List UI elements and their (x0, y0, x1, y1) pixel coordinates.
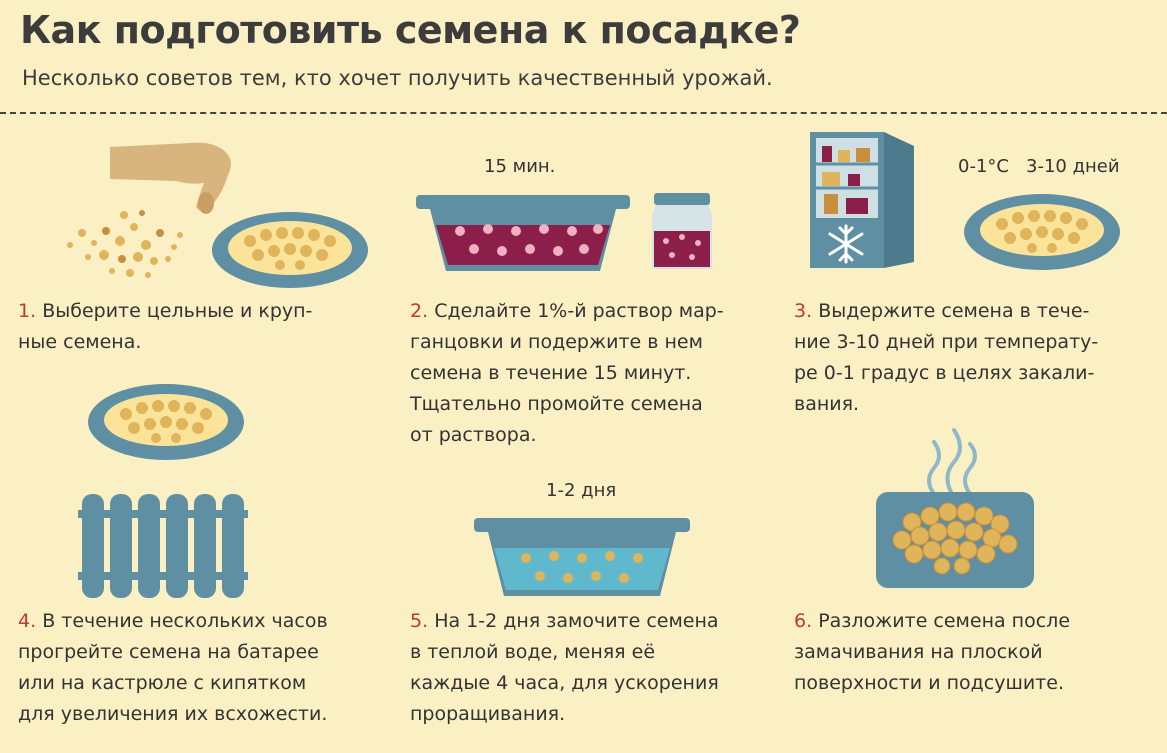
jar-icon (652, 193, 712, 269)
divider (0, 112, 1167, 114)
step-line: В течение нескольких часов (42, 610, 328, 632)
step-line: Разложите семена после (818, 610, 1071, 632)
step-line: Сделайте 1%-й раствор мар- (434, 300, 724, 322)
step-line: для увеличения их всхожести. (18, 703, 328, 725)
step-number: 1. (18, 300, 37, 322)
step-line: от раствора. (410, 424, 537, 446)
step-line: Выдержите семена в тече- (818, 300, 1090, 322)
step-line: На 1-2 дня замочите семена (434, 610, 719, 632)
step-line: Выберите цельные и круп- (42, 300, 313, 322)
step-4-illustration (78, 384, 248, 598)
days-1-2-label: 1-2 дня (546, 480, 617, 501)
step-3-illustration (810, 132, 914, 268)
plate-icon (212, 212, 368, 288)
step-3-text: 3. Выдержите семена в тече- ние 3-10 дне… (794, 296, 1164, 420)
step-2-illustration (416, 193, 712, 271)
page-subtitle: Несколько советов тем, кто хочет получит… (22, 66, 773, 90)
step-line: каждые 4 часа, для ускорения (410, 672, 719, 694)
step-line: ние 3-10 дней при температу- (794, 331, 1099, 353)
step-number: 5. (410, 610, 429, 632)
step-line: семена в течение 15 минут. (410, 362, 692, 384)
step-line: ные семена. (18, 331, 142, 353)
temperature-label: 0-1°С (958, 156, 1009, 177)
basin-icon (416, 195, 630, 271)
step-line: поверхности и подсушите. (794, 672, 1064, 694)
step-line: прогрейте семена на батарее (18, 641, 319, 663)
step-line: замачивания на плоской (794, 641, 1043, 663)
seeds-pile-icon (67, 210, 183, 278)
step-4-text: 4. В течение нескольких часов прогрейте … (18, 606, 388, 730)
tray-icon (876, 492, 1034, 588)
duration-15-min: 15 мин. (484, 156, 556, 177)
fridge-icon (810, 132, 914, 268)
page-title: Как подготовить семена к посадке? (20, 8, 801, 52)
step-number: 6. (794, 610, 813, 632)
plate-icon (964, 194, 1120, 270)
step-number: 2. (410, 300, 429, 322)
hand-icon (110, 142, 231, 214)
snowflake-icon (828, 224, 864, 264)
step-line: вания. (794, 393, 860, 415)
basin-icon (474, 518, 690, 596)
step-line: Тщательно промойте семена (410, 393, 703, 415)
step-6-illustration (876, 428, 1034, 588)
step-5-illustration (474, 518, 690, 596)
step-line: ре 0-1 градус в целях закали- (794, 362, 1095, 384)
radiator-icon (78, 494, 248, 598)
step-number: 3. (794, 300, 813, 322)
step-line: проращивания. (410, 703, 566, 725)
step-line: или на кастрюле с кипятком (18, 672, 307, 694)
step-line: ганцовки и подержите в нем (410, 331, 703, 353)
step-1-text: 1. Выберите цельные и круп- ные семена. (18, 296, 378, 358)
step-line: в теплой воде, меняя её (410, 641, 656, 663)
step-number: 4. (18, 610, 37, 632)
plate-icon (88, 384, 244, 460)
step-2-text: 2. Сделайте 1%-й раствор мар- ганцовки и… (410, 296, 770, 451)
step-1-illustration (67, 142, 368, 288)
step-6-text: 6. Разложите семена после замачивания на… (794, 606, 1154, 699)
days-3-10-label: 3-10 дней (1026, 156, 1120, 177)
step-5-text: 5. На 1-2 дня замочите семена в теплой в… (410, 606, 780, 730)
steam-icon (927, 428, 977, 496)
